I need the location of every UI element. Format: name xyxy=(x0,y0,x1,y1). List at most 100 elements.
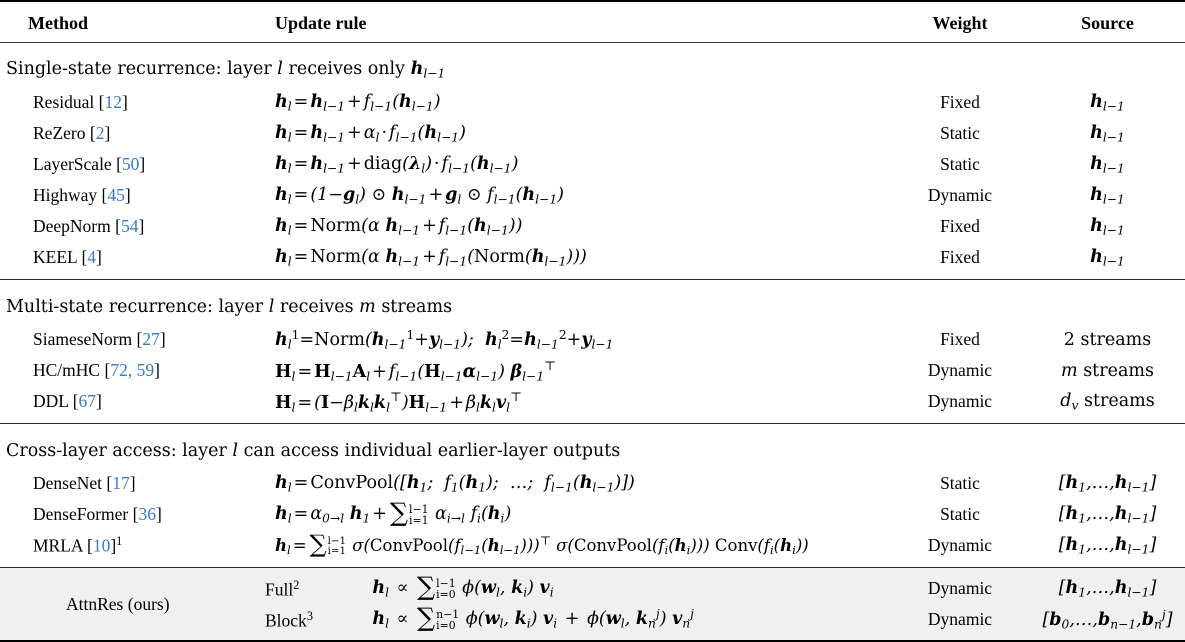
method-label: DeepNorm xyxy=(33,216,111,236)
method-label: SiameseNorm xyxy=(33,329,133,349)
citation-ref[interactable]: [2] xyxy=(89,123,111,143)
ours-method-label: AttnRes (ours) xyxy=(66,593,170,614)
method-name-cell: MRLA [10]1 xyxy=(0,530,265,561)
table-row: HC/mHC [72, 59] Hl=Hl−1Al+fl−1(Hl−1αl−1)… xyxy=(0,355,1185,386)
weight-cell: Static xyxy=(940,504,980,524)
method-name-cell: DDL [67] xyxy=(0,386,265,417)
citation-ref[interactable]: [54] xyxy=(115,216,145,236)
table-header-row: Method Update rule Weight Source xyxy=(0,2,1185,43)
weight-cell: Static xyxy=(940,154,980,174)
source-cell: hl−1 xyxy=(1090,123,1125,145)
column-header-source: Source xyxy=(1081,12,1134,33)
weight-cell: Fixed xyxy=(940,329,980,349)
update-rule-cell: hl=hl−1+αl·fl−1(hl−1) xyxy=(275,123,466,145)
method-name-cell: Highway [45] xyxy=(0,180,265,211)
source-cell: [h1,…,hl−1] xyxy=(1058,504,1157,526)
table-row: DDL [67] Hl=(I−βlklkl⊤)Hl−1+βlklvl⊤ Dyna… xyxy=(0,386,1185,417)
citation-ref[interactable]: [67] xyxy=(72,391,102,411)
column-header-update-rule: Update rule xyxy=(275,12,367,33)
citation-ref[interactable]: [4] xyxy=(81,247,102,267)
table-row: LayerScale [50] hl=hl−1+diag(λl)·fl−1(hl… xyxy=(0,149,1185,180)
section-rule-3 xyxy=(0,567,1185,568)
column-header-weight: Weight xyxy=(932,12,988,33)
weight-cell: Fixed xyxy=(940,92,980,112)
source-cell: hl−1 xyxy=(1090,216,1125,238)
method-name-cell: HC/mHC [72, 59] xyxy=(0,355,265,386)
section-heading-text: Multi-state recurrence: layer l receives… xyxy=(6,296,453,317)
citation-ref[interactable]: [10] xyxy=(86,535,117,556)
method-name-cell: KEEL [4] xyxy=(0,242,265,273)
update-rule-cell: hl=Norm(α hl−1+fl−1(Norm(hl−1))) xyxy=(275,247,587,269)
method-name-cell: DenseNet [17] xyxy=(0,468,265,499)
column-header-method: Method xyxy=(28,12,88,33)
method-label: Residual xyxy=(33,92,95,112)
update-rule-cell: hl1=Norm(hl−11+yl−1); hl2=hl−12+yl−1 xyxy=(275,327,614,352)
ours-variant-label-block: Block xyxy=(265,610,307,631)
source-cell: [h1,…,hl−1] xyxy=(1058,473,1157,495)
weight-cell: Dynamic xyxy=(927,535,993,555)
citation-ref[interactable]: [45] xyxy=(101,185,131,205)
footnote-marker: 1 xyxy=(116,534,123,549)
section-heading-text: Single-state recurrence: layer l receive… xyxy=(6,58,446,81)
citation-ref[interactable]: [36] xyxy=(132,504,162,524)
table-row: SiameseNorm [27] hl1=Norm(hl−11+yl−1); h… xyxy=(0,324,1185,355)
citation-ref[interactable]: [17] xyxy=(106,473,136,493)
footnote-marker: 3 xyxy=(306,608,313,623)
source-cell: [h1,…,hl−1] xyxy=(1058,535,1157,557)
source-cell: hl−1 xyxy=(1090,247,1125,269)
citation-ref[interactable]: [50] xyxy=(116,154,146,174)
source-cell: [h1,…,hl−1] xyxy=(1030,573,1185,604)
update-rule-cell: hl=ConvPool([h1; f1(h1); …; fl−1(hl−1)]) xyxy=(275,473,635,495)
section-rule-2 xyxy=(0,423,1185,424)
update-rule-cell: hl=hl−1+fl−1(hl−1) xyxy=(275,92,441,114)
weight-cell: Dynamic xyxy=(927,391,993,411)
source-cell: hl−1 xyxy=(1090,92,1125,114)
weight-cell: Static xyxy=(940,473,980,493)
method-name-cell: SiameseNorm [27] xyxy=(0,324,265,355)
table-row: Highway [45] hl=(1−gl) ⊙ hl−1+gl ⊙ fl−1(… xyxy=(0,180,1185,211)
table-row: KEEL [4] hl=Norm(α hl−1+fl−1(Norm(hl−1))… xyxy=(0,242,1185,273)
ours-top-spacer xyxy=(0,568,1185,573)
section-rule-1 xyxy=(0,279,1185,280)
update-rule-cell: hl=Norm(α hl−1+fl−1(hl−1)) xyxy=(275,216,523,238)
weight-cell: Fixed xyxy=(940,216,980,236)
table-row: DeepNorm [54] hl=Norm(α hl−1+fl−1(hl−1))… xyxy=(0,211,1185,242)
method-name-cell: LayerScale [50] xyxy=(0,149,265,180)
update-rule-cell: Hl=Hl−1Al+fl−1(Hl−1αl−1) βl−1⊤ xyxy=(275,357,556,384)
source-cell: 2 streams xyxy=(1063,330,1152,350)
ours-variant-label-full: Full xyxy=(265,579,294,600)
table-row: ReZero [2] hl=hl−1+αl·fl−1(hl−1) Static … xyxy=(0,118,1185,149)
citation-ref[interactable]: [27] xyxy=(136,329,166,349)
footnote-marker: 2 xyxy=(293,577,300,592)
method-label: ReZero xyxy=(33,123,86,143)
section-heading-text: Cross-layer access: layer l can access i… xyxy=(6,440,621,461)
source-cell: m streams xyxy=(1061,361,1154,381)
citation-ref[interactable]: [12] xyxy=(98,92,128,112)
citation-ref[interactable]: [72, 59] xyxy=(104,360,160,380)
method-label: KEEL xyxy=(33,247,78,267)
weight-cell: Fixed xyxy=(940,247,980,267)
section-heading-single-state: Single-state recurrence: layer l receive… xyxy=(0,43,1185,87)
weight-cell: Dynamic xyxy=(927,185,993,205)
method-label: MRLA xyxy=(33,535,83,556)
source-cell: hl−1 xyxy=(1090,154,1125,176)
weight-cell: Static xyxy=(940,123,980,143)
update-rule-cell: hl=hl−1+diag(λl)·fl−1(hl−1) xyxy=(275,154,519,176)
method-label: DenseNet xyxy=(33,473,103,493)
section-heading-multi-state: Multi-state recurrence: layer l receives… xyxy=(0,280,1185,324)
method-label: DenseFormer xyxy=(33,504,129,524)
method-label: LayerScale xyxy=(33,154,112,174)
method-name-cell: Residual [12] xyxy=(0,87,265,118)
section-heading-cross-layer: Cross-layer access: layer l can access i… xyxy=(0,424,1185,468)
header-rule xyxy=(0,42,1185,43)
method-label: DDL xyxy=(33,391,69,411)
ours-method-cell: AttnRes (ours) xyxy=(0,573,265,635)
